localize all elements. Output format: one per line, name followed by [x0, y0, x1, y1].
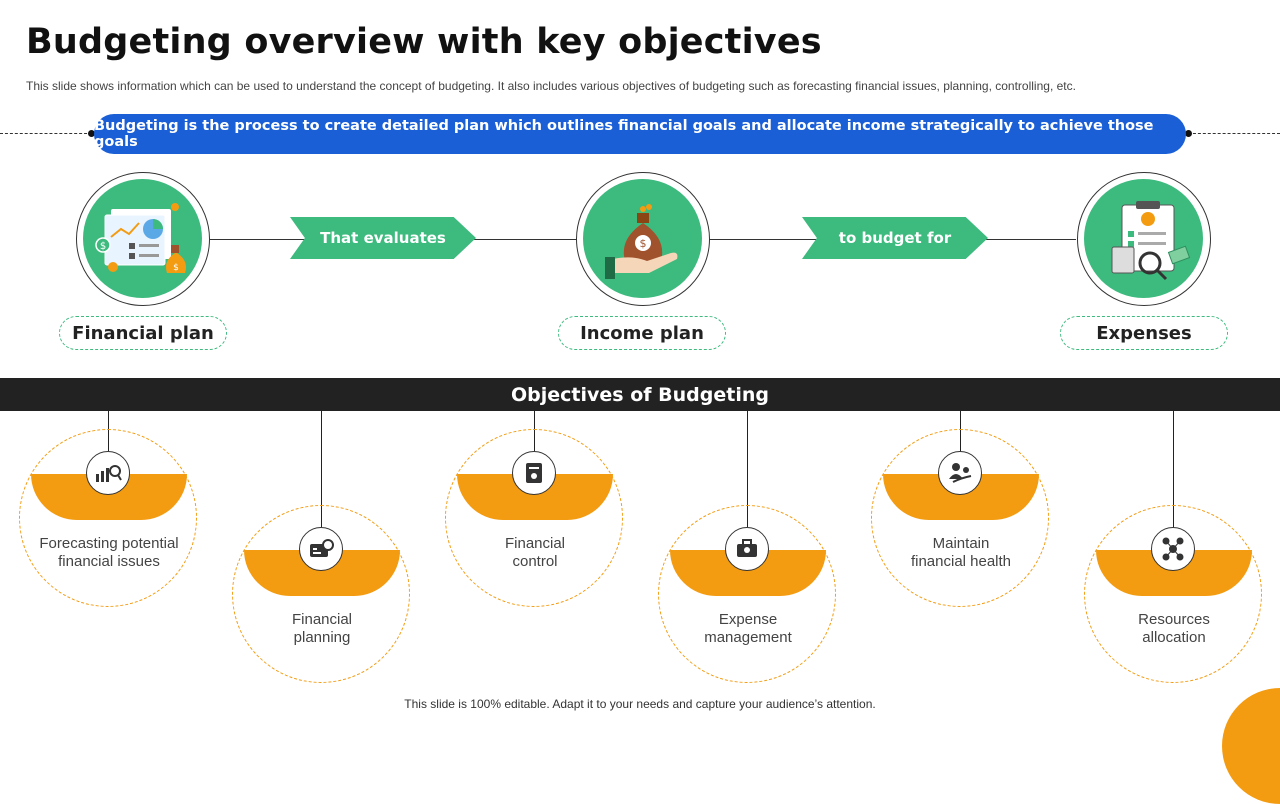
expenses-clipboard-icon — [1084, 179, 1203, 298]
page-subtitle: This slide shows information which can b… — [26, 79, 1076, 93]
objective-label-line1: Resources — [1138, 611, 1210, 628]
objective-control: Financial control — [445, 411, 625, 611]
objective-label-line2: financial issues — [58, 553, 160, 570]
planning-gear-icon — [299, 527, 343, 571]
flow-label-expenses: Expenses — [1060, 316, 1228, 350]
flow-label-financial-plan: Financial plan — [59, 316, 227, 350]
objective-label-line1: Financial — [291, 611, 353, 628]
objective-financial-health: Maintain financial health — [871, 411, 1051, 611]
objective-planning: Financial planning — [232, 411, 412, 691]
flow-node-expenses — [1077, 172, 1211, 306]
arrow-to-budget-for: to budget for — [802, 217, 988, 259]
objective-label-line1: Financial — [504, 535, 566, 552]
page-title: Budgeting overview with key objectives — [26, 22, 822, 62]
objective-label-line2: allocation — [1142, 629, 1206, 646]
left-dot — [88, 130, 95, 137]
svg-text:$: $ — [640, 237, 647, 250]
left-dashed-line — [0, 133, 92, 134]
objective-expense-management: Expense management — [658, 411, 838, 691]
briefcase-icon — [725, 527, 769, 571]
right-dot — [1185, 130, 1192, 137]
money-bag-hand-icon: $ — [583, 179, 702, 298]
objective-forecasting: Forecasting potential financial issues — [19, 411, 199, 611]
footer-note: This slide is 100% editable. Adapt it to… — [404, 697, 876, 711]
objective-label-line1: Forecasting potential — [39, 535, 179, 552]
definition-banner: Budgeting is the process to create detai… — [94, 114, 1186, 154]
right-dashed-line — [1188, 133, 1280, 134]
objective-label-line1: Expense — [718, 611, 778, 628]
financial-plan-icon: $ $ — [83, 179, 202, 298]
objective-label-line2: planning — [293, 629, 351, 646]
svg-text:$: $ — [100, 241, 106, 252]
objective-label-line1: Maintain — [932, 535, 990, 552]
health-people-icon — [938, 451, 982, 495]
objective-label-line2: management — [704, 629, 792, 646]
flow-node-financial-plan: $ $ — [76, 172, 210, 306]
forecast-chart-icon — [86, 451, 130, 495]
allocation-network-icon — [1151, 527, 1195, 571]
objective-label-line2: control — [512, 553, 558, 570]
objective-resources-allocation: Resources allocation — [1084, 411, 1264, 691]
arrow-that-evaluates: That evaluates — [290, 217, 476, 259]
flow-node-income-plan: $ — [576, 172, 710, 306]
objective-label-line2: financial health — [910, 553, 1012, 570]
flow-label-income-plan: Income plan — [558, 316, 726, 350]
control-document-icon — [512, 451, 556, 495]
objectives-header: Objectives of Budgeting — [0, 378, 1280, 411]
svg-text:$: $ — [173, 263, 179, 273]
